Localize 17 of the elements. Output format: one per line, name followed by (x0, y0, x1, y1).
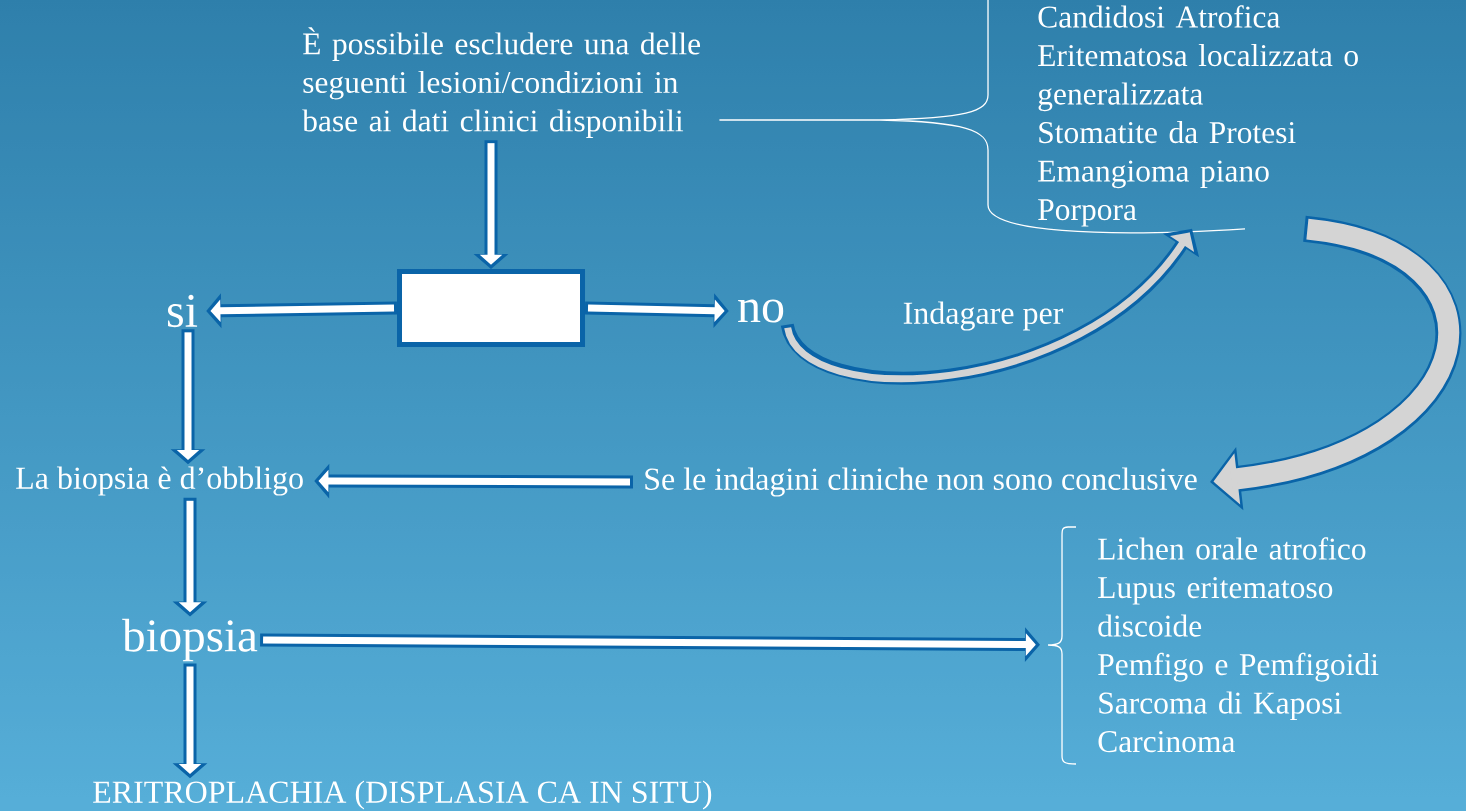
node-label: Lupus eritematoso discoide (1098, 577, 1333, 637)
answer-text: no (738, 299, 784, 323)
node-label: Carcinoma (1098, 731, 1235, 753)
node-label: Lichen orale atrofico (1098, 537, 1366, 560)
brace-line (718, 0, 1246, 234)
question-text: È possibile escludere una delle seguenti lesioni/condizioni in base ai dati clinici disponibili (302, 27, 701, 138)
node-label: Sarcoma di Kaposi (1099, 691, 1342, 721)
step-text: La biopsia è d’obbligo (16, 466, 303, 496)
node-label: Pemfigo e Pemfigoidi (1098, 652, 1379, 682)
condition-text: Se le indagini cliniche non sono conclusive (645, 467, 1197, 497)
condition-list: Lichen orale atrofico Lupus eritematoso discoide Pemfigo e Pemfigoidi Sarcoma di Kaposi Carcinoma (1098, 537, 1379, 753)
result-text: ERITROPLACHIA (DISPLASIA CA IN SITU) (93, 780, 712, 810)
condition-list: Candidosi Atrofica Eritematosa localizzata o generalizzata Stomatite da Protesi Emangioma piano Porpora (1038, 5, 1358, 227)
edge-label: Indagare per (903, 301, 1064, 331)
answer-text: si (167, 294, 198, 328)
step-text: biopsia (122, 618, 258, 662)
decision-box (397, 269, 585, 347)
